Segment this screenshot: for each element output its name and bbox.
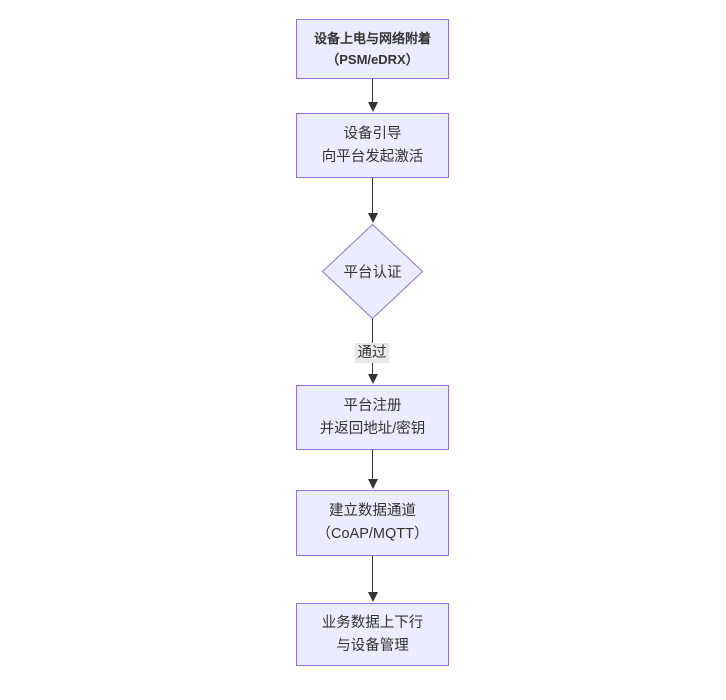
diamond-shape: [322, 224, 423, 319]
node-label-line: 设备上电与网络附着: [313, 31, 431, 46]
node-business-data-mgmt: 业务数据上下行 与设备管理: [296, 603, 449, 666]
node-label-line: （PSM/eDRX）: [326, 52, 419, 67]
arrowhead-icon: [367, 592, 378, 602]
node-platform-auth: 平台认证: [322, 224, 423, 319]
arrowhead-icon: [367, 374, 378, 384]
node-label-line: 平台注册: [343, 397, 402, 414]
arrowhead-icon: [367, 213, 378, 223]
node-label-line: 设备引导: [343, 125, 402, 142]
node-power-network-attach: 设备上电与网络附着 （PSM/eDRX）: [296, 19, 449, 79]
edge-label-pass: 通过: [354, 343, 390, 363]
arrowhead-icon: [367, 102, 378, 112]
node-label-line: 建立数据通道: [329, 503, 416, 519]
node-platform-register: 平台注册 并返回地址/密钥: [296, 385, 449, 450]
edge-line: [372, 79, 373, 103]
node-device-bootstrap: 设备引导 向平台发起激活: [296, 113, 449, 178]
edge-line: [372, 556, 373, 593]
node-label-line: 向平台发起激活: [321, 148, 424, 165]
arrowhead-icon: [367, 479, 378, 489]
node-label-line: 与设备管理: [336, 637, 409, 654]
node-label-line: 业务数据上下行: [321, 614, 424, 631]
node-label-line: （CoAP/MQTT）: [316, 526, 429, 542]
node-label-line: 平台认证: [343, 265, 402, 281]
node-label-line: 并返回地址/密钥: [319, 420, 426, 437]
edge-line: [372, 450, 373, 480]
edge-line: [372, 178, 373, 214]
node-data-channel: 建立数据通道 （CoAP/MQTT）: [296, 490, 449, 556]
